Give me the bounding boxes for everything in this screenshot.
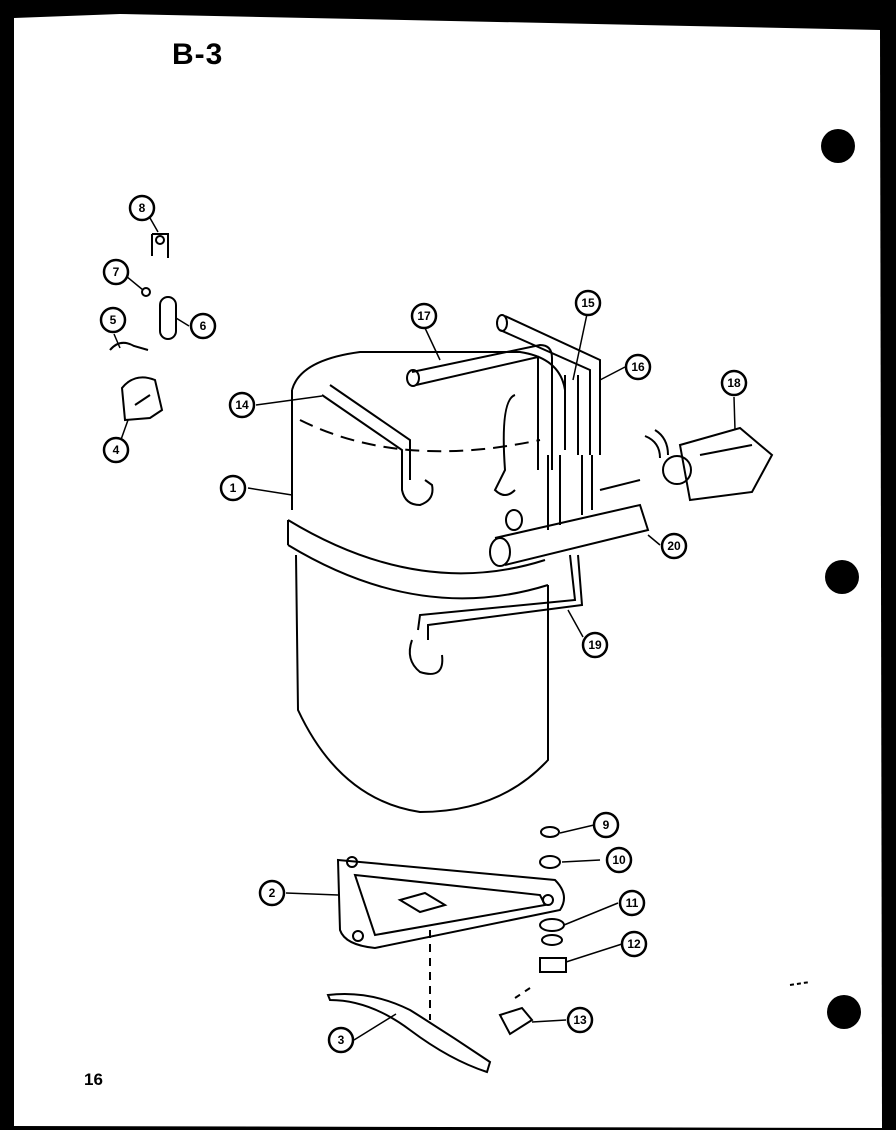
callout-circle [102, 436, 130, 464]
callout-3: 3 [327, 1026, 355, 1054]
binder-hole-top [821, 129, 855, 163]
mounting-plate-drawing [336, 856, 565, 1020]
callout-18: 18 [720, 369, 748, 397]
callout-label: 12 [627, 937, 641, 951]
callout-label: 18 [727, 376, 741, 390]
callout-label: 16 [631, 360, 645, 374]
callout-19: 19 [581, 631, 609, 659]
stray-mark [789, 981, 811, 986]
callout-label: 4 [113, 443, 120, 457]
callout-12: 12 [620, 930, 648, 958]
callout-11: 11 [618, 889, 646, 917]
callout-circle [327, 1026, 355, 1054]
page-number: 16 [84, 1070, 103, 1089]
bracket-clip-drawing [151, 233, 169, 258]
callout-label: 3 [338, 1033, 345, 1047]
callout-5: 5 [99, 306, 127, 334]
callout-circle [592, 811, 620, 839]
callout-16: 16 [624, 353, 652, 381]
callout-14: 14 [228, 391, 256, 419]
callout-17: 17 [410, 302, 438, 330]
callout-label: 5 [110, 313, 117, 327]
tube-19-drawing [408, 554, 584, 675]
callout-8: 8 [128, 194, 156, 222]
callout-9: 9 [592, 811, 620, 839]
callout-circle [624, 353, 652, 381]
callout-label: 6 [200, 319, 207, 333]
binder-hole-middle [825, 560, 859, 594]
callout-circle [618, 889, 646, 917]
callout-20: 20 [660, 532, 688, 560]
callout-7: 7 [102, 258, 130, 286]
callout-circle [219, 474, 247, 502]
callout-label: 19 [588, 638, 602, 652]
callout-2: 2 [258, 879, 286, 907]
callout-circle [258, 879, 286, 907]
callout-circle [99, 306, 127, 334]
leader-lines [113, 217, 736, 1041]
callout-circle [581, 631, 609, 659]
page-title: B-3 [172, 38, 224, 71]
tube-15-drawing [496, 314, 601, 455]
valve-body-drawing [489, 455, 650, 567]
tube-16-drawing [493, 394, 516, 496]
callout-label: 9 [603, 818, 610, 832]
callout-label: 10 [612, 853, 626, 867]
callout-label: 17 [417, 309, 431, 323]
callout-circle [660, 532, 688, 560]
clip-drawing [109, 341, 149, 351]
binder-hole-bottom [827, 995, 861, 1029]
callout-circle [620, 930, 648, 958]
callout-1: 1 [219, 474, 247, 502]
tube-17-drawing [406, 343, 553, 470]
callout-circle [410, 302, 438, 330]
callout-circle [574, 289, 602, 317]
callout-circle [605, 846, 633, 874]
callout-circle [189, 312, 217, 340]
callout-4: 4 [102, 436, 130, 464]
callout-label: 15 [581, 296, 595, 310]
callout-circle [720, 369, 748, 397]
strap-drawing [326, 993, 492, 1074]
callout-label: 1 [230, 481, 237, 495]
callout-label: 20 [667, 539, 681, 553]
callout-circle [566, 1006, 594, 1034]
callout-label: 7 [113, 265, 120, 279]
tube-14-drawing [321, 384, 434, 507]
callout-15: 15 [574, 289, 602, 317]
callout-circle [102, 258, 130, 286]
solenoid-valve-drawing [644, 426, 774, 502]
callout-label: 14 [235, 398, 249, 412]
nut-7-drawing [141, 287, 151, 297]
terminal-cover-drawing [120, 376, 164, 422]
mounting-hardware-drawing [498, 826, 567, 1036]
callout-circle [128, 194, 156, 222]
callout-label: 2 [269, 886, 276, 900]
callout-label: 8 [139, 201, 146, 215]
callout-6: 6 [189, 312, 217, 340]
callout-label: 13 [573, 1013, 587, 1027]
paper-sheet [14, 14, 882, 1128]
callout-13: 13 [566, 1006, 594, 1034]
callout-10: 10 [605, 846, 633, 874]
callout-label: 11 [626, 896, 639, 910]
callout-circle [228, 391, 256, 419]
